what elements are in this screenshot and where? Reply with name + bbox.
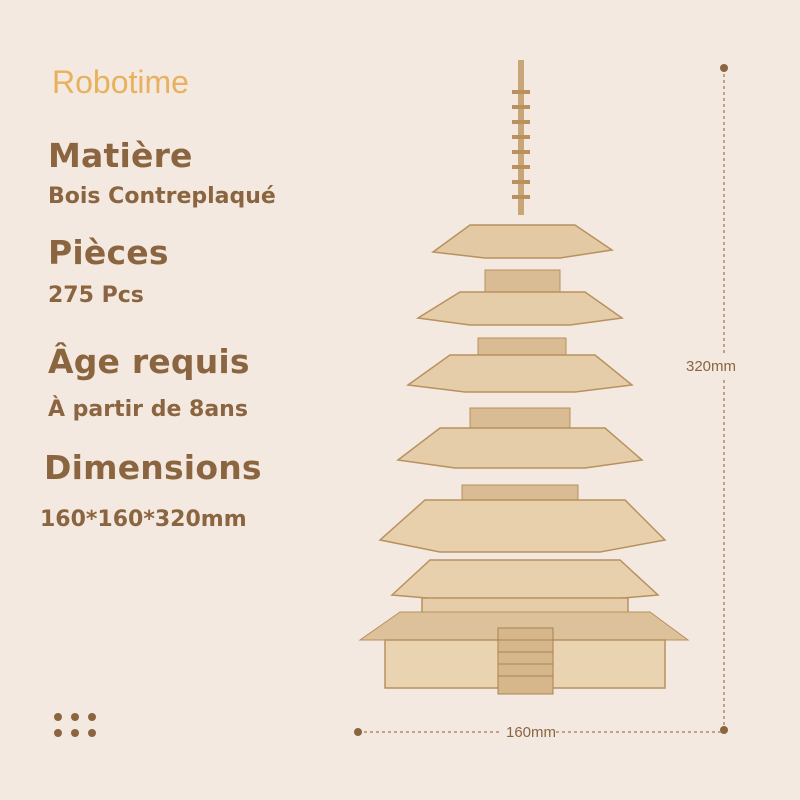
pagoda-base <box>358 597 690 695</box>
width-label-bg <box>500 722 556 744</box>
pagoda-roof-3 <box>405 354 634 437</box>
pagoda-spire <box>512 60 530 215</box>
age-label: Âge requis <box>48 342 250 381</box>
pieces-label: Pièces <box>48 233 169 272</box>
width-left-marker <box>354 728 362 736</box>
height-label-bg <box>686 355 762 379</box>
height-top-marker <box>720 64 728 72</box>
pieces-value: 275 Pcs <box>48 283 144 308</box>
dimensions-value: 160*160*320mm <box>40 507 247 532</box>
material-value: Bois Contreplaqué <box>48 184 276 209</box>
brand-logo-text: Robotime <box>52 64 189 100</box>
height-label: 320mm <box>686 358 737 375</box>
pagoda-roof-4 <box>396 427 644 510</box>
dimensions-label: Dimensions <box>44 448 262 487</box>
pagoda-roof-6 <box>390 559 660 601</box>
age-value: À partir de 8ans <box>48 397 248 422</box>
pagoda-roof-5 <box>378 499 667 553</box>
material-label: Matière <box>48 136 193 175</box>
width-label: 160mm <box>506 724 557 741</box>
height-bottom-marker <box>720 726 728 734</box>
pagoda-roof-1 <box>431 224 615 296</box>
